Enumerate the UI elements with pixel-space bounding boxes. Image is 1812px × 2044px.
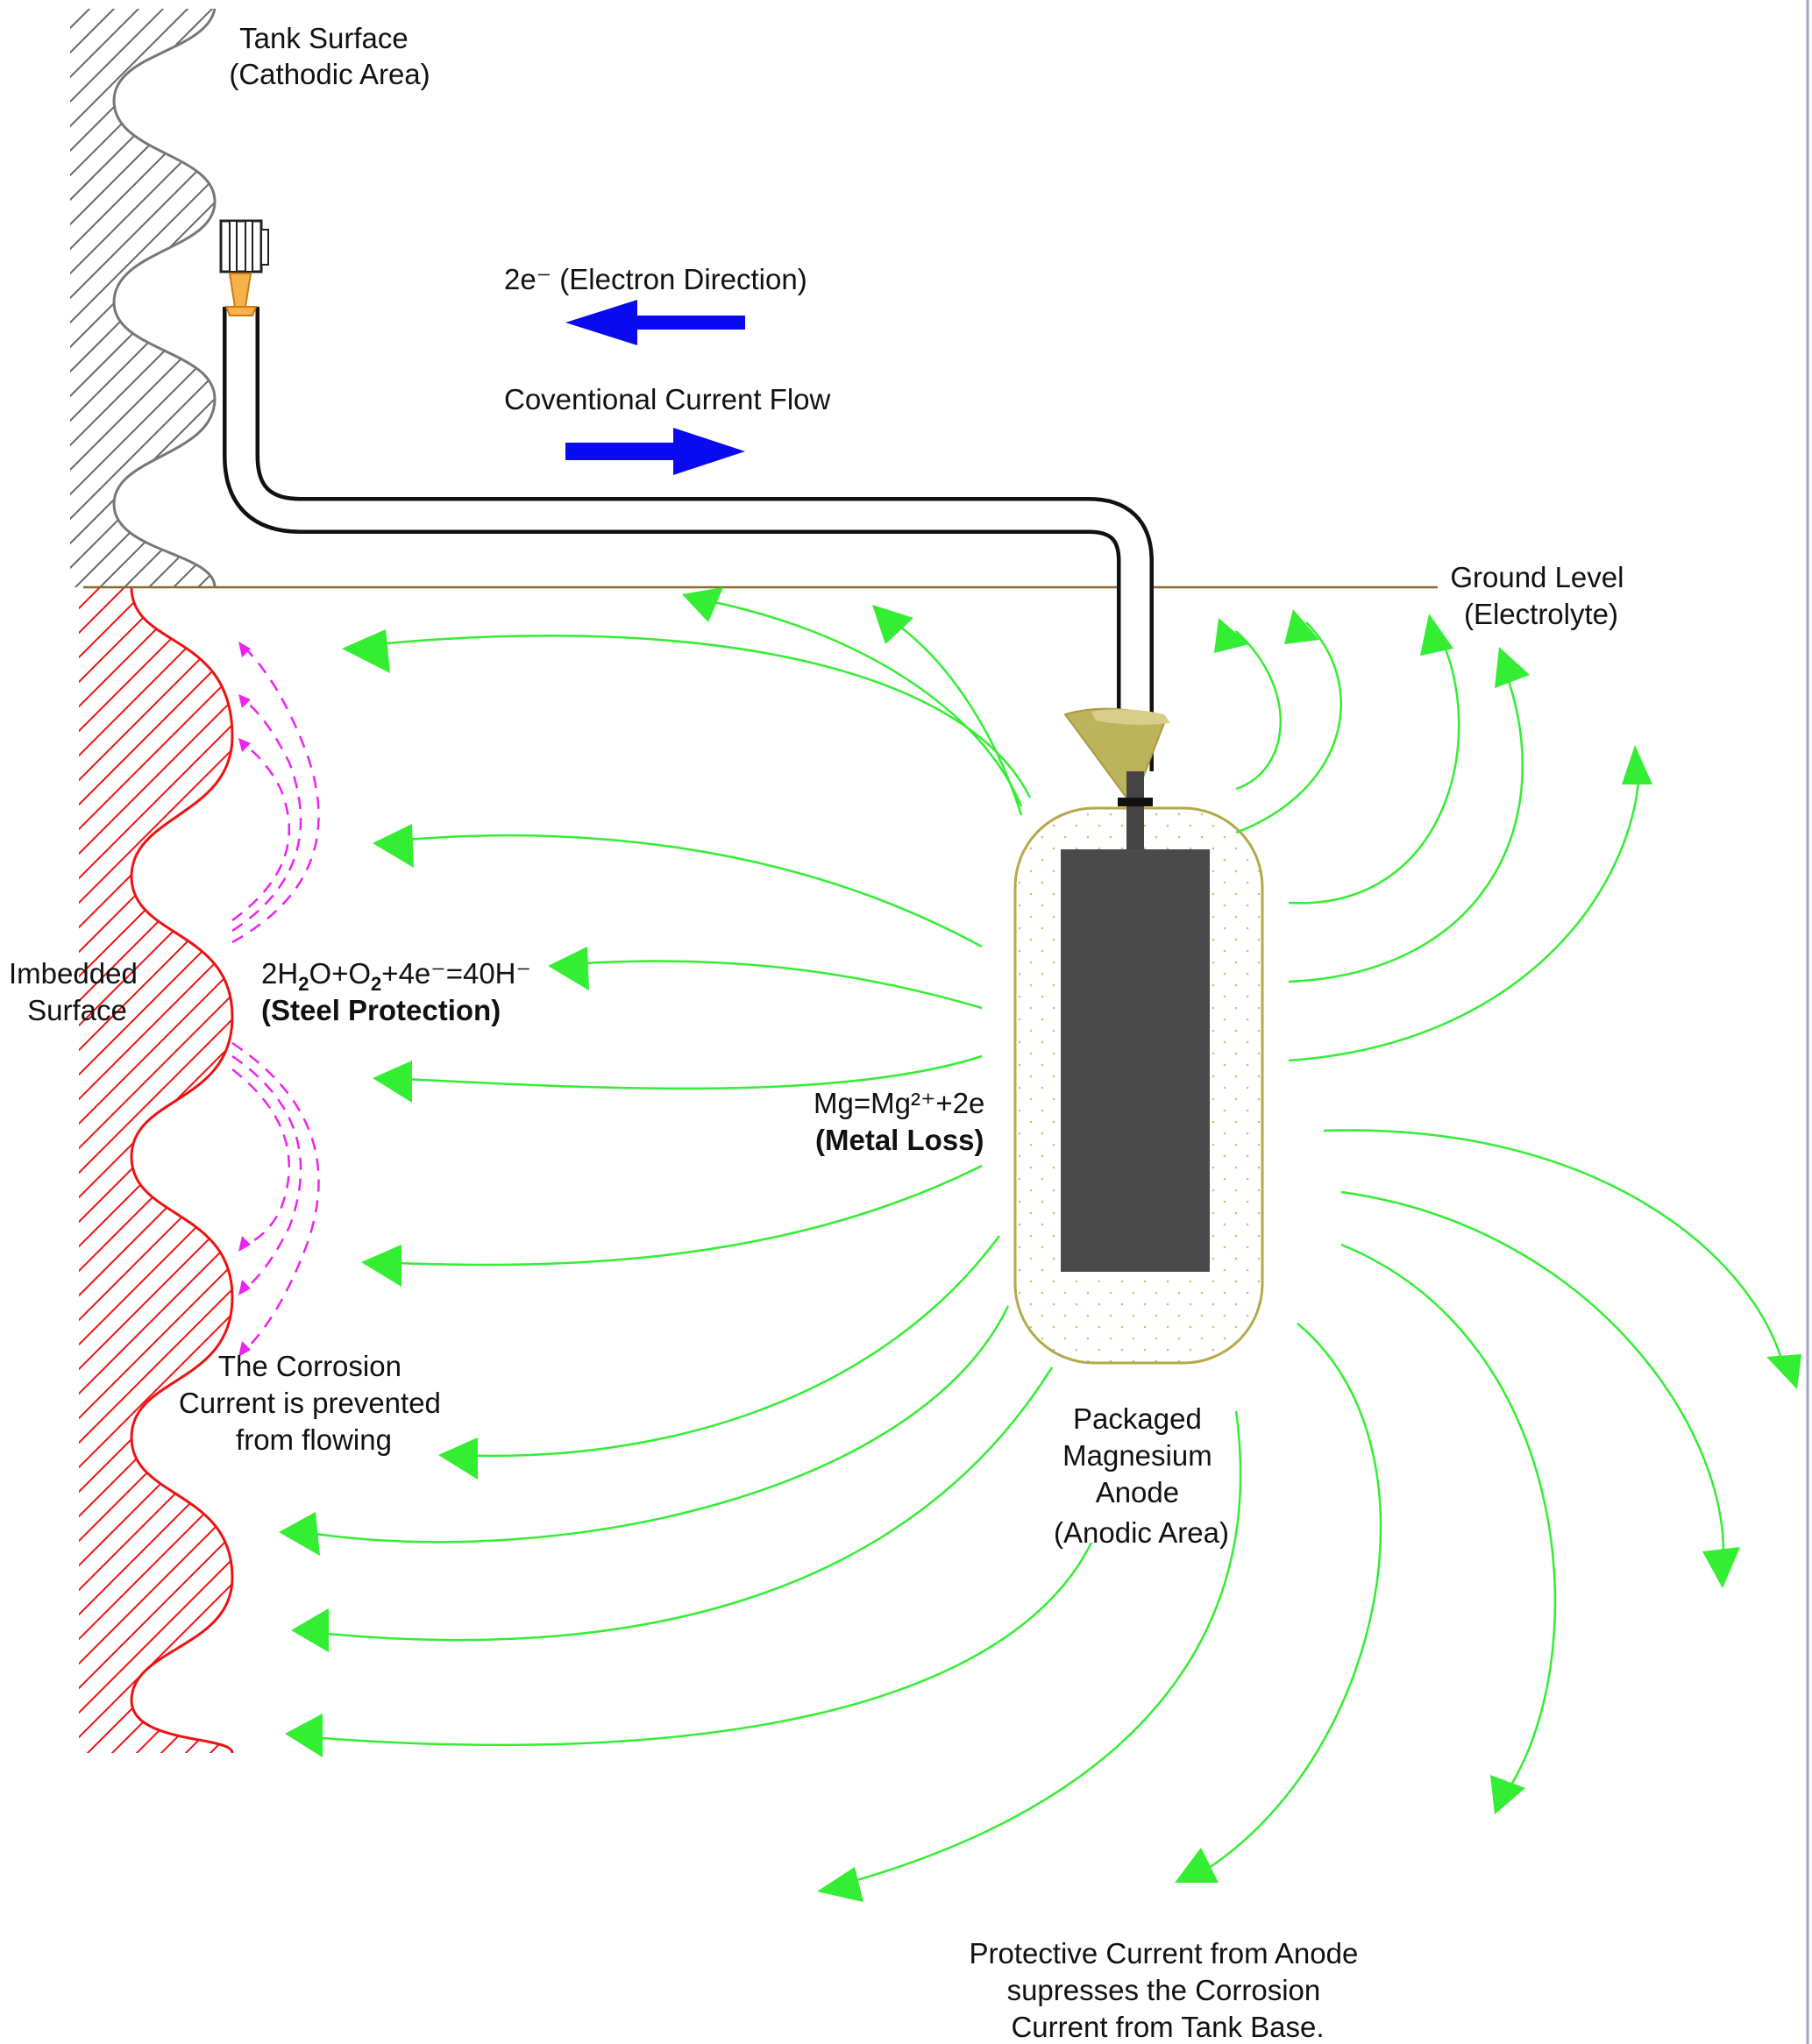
- anode-reaction-label: Mg=Mg²⁺+2e: [814, 1087, 984, 1119]
- current-arrow-icon: [565, 428, 745, 475]
- imbedded-surface: [79, 586, 234, 1754]
- corrosion-current-label: The Corrosion Current is prevented from …: [179, 1350, 449, 1456]
- terminal-icon: [219, 219, 269, 316]
- electron-arrow-icon: [565, 300, 745, 345]
- packaged-anode-label: Packaged Magnesium Anode (Anodic Area): [1054, 1402, 1229, 1549]
- steel-protection-label: (Steel Protection): [261, 994, 501, 1026]
- steel-reaction-label: 2H2O+O2+4e⁻=40H⁻: [261, 957, 531, 995]
- field-arrowheads: [279, 587, 1801, 1902]
- conventional-current-label: Coventional Current Flow: [504, 383, 830, 415]
- anode-core: [1061, 849, 1210, 1272]
- ground-level-label: Ground Level (Electrolyte): [1450, 561, 1631, 630]
- corrosion-current-lines: [231, 648, 320, 1351]
- tank-surface-label: Tank Surface (Cathodic Area): [229, 22, 430, 90]
- cable: [223, 307, 1154, 771]
- electron-direction-label: 2e⁻ (Electron Direction): [504, 263, 807, 295]
- field-lines: [288, 599, 1786, 1886]
- imbedded-surface-label: Imbedded Surface: [9, 957, 146, 1026]
- packaged-anode: [1013, 707, 1264, 1365]
- metal-loss-label: (Metal Loss): [815, 1124, 984, 1156]
- corrosion-arrowheads: [238, 642, 251, 1357]
- protective-current-label: Protective Current from Anode supresses …: [969, 1937, 1366, 2043]
- tank-surface: [70, 8, 217, 588]
